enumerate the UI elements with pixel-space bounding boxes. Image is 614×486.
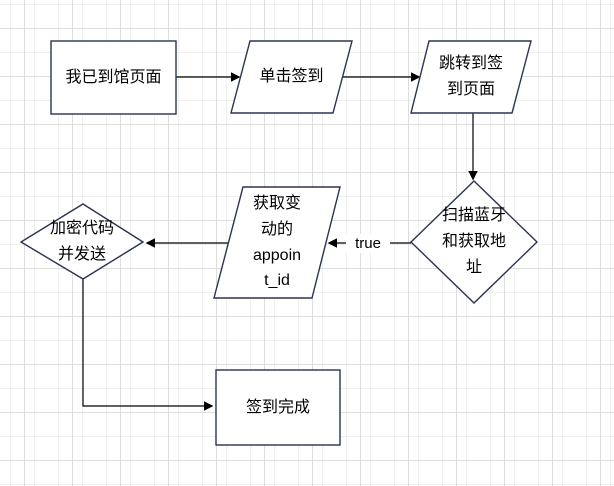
node-scan-bluetooth-shape[interactable] bbox=[409, 180, 539, 304]
node-encrypt-send-label[interactable]: 加密代码 并发送 bbox=[49, 219, 114, 263]
node-get-appoint-id-label[interactable]: 获取变 动的 appoin t_id bbox=[252, 194, 302, 290]
node-jump-checkin-page-label[interactable]: 跳转到签 到页面 bbox=[438, 55, 503, 98]
node-encrypt-send-shape[interactable] bbox=[19, 203, 145, 280]
edges bbox=[82, 72, 478, 411]
edge-true-label[interactable]: true bbox=[346, 234, 390, 253]
node-checkin-done-label[interactable]: 签到完成 bbox=[245, 398, 310, 416]
node-get-appoint-id-shape[interactable] bbox=[213, 186, 341, 299]
node-checkin-done-shape[interactable] bbox=[215, 369, 341, 446]
node-arrived-page-label[interactable]: 我已到馆页面 bbox=[65, 68, 162, 86]
node-arrived-page-shape[interactable] bbox=[50, 40, 177, 115]
node-scan-bluetooth-label[interactable]: 扫描蓝牙 和获取地 址 bbox=[441, 207, 506, 276]
nodes bbox=[19, 40, 539, 446]
node-click-checkin-shape[interactable] bbox=[230, 40, 353, 114]
node-click-checkin-label[interactable]: 单击签到 bbox=[259, 68, 324, 86]
edge-encrypt-to-done[interactable] bbox=[82, 279, 214, 411]
node-jump-checkin-page-shape[interactable] bbox=[410, 40, 532, 114]
